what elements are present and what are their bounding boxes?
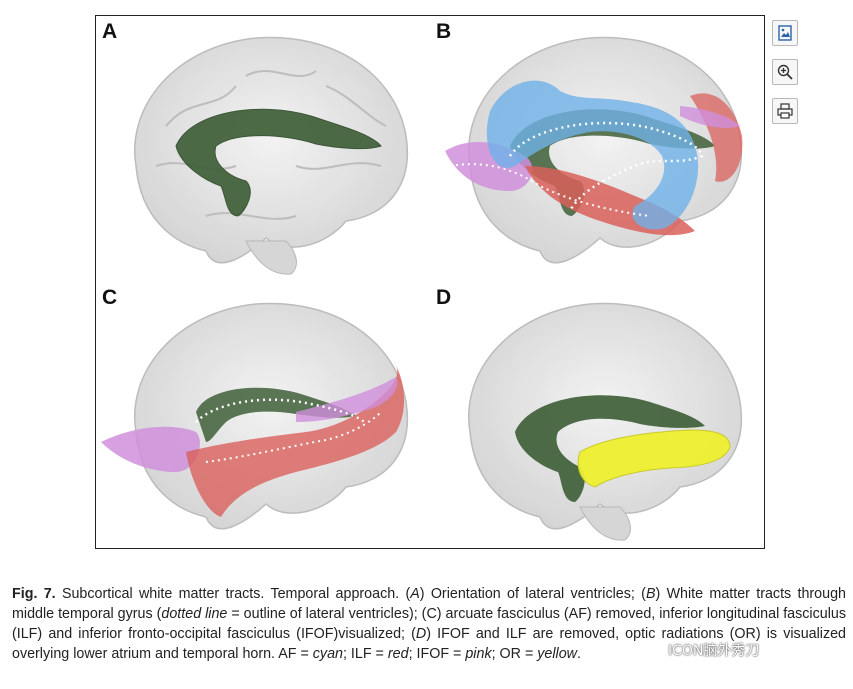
caption-text: ; ILF = [342,646,388,662]
caption-dotted-line: dotted line [161,606,228,622]
caption-ref-a: A [410,586,420,602]
view-image-button[interactable] [772,20,798,46]
zoom-in-button[interactable] [772,59,798,85]
caption-ref-c: C [426,606,437,622]
brain-render-c [101,302,409,530]
panel-c: C [96,282,430,548]
caption-color-red: red [387,646,409,662]
figure-caption: Fig. 7. Subcortical white matter tracts.… [12,584,846,664]
print-button[interactable] [772,98,798,124]
caption-label: Fig. 7. [12,586,56,602]
caption-text: ) Orientation of lateral ventricles; ( [419,586,646,602]
caption-text: ; IFOF = [408,646,466,662]
caption-ref-d: D [415,626,427,642]
print-icon [777,103,793,119]
caption-color-pink: pink [465,646,492,662]
panel-d: D [430,282,764,548]
caption-text: ; OR = [491,646,538,662]
brain-render-b [445,36,743,264]
caption-text: ) IFOF and ILF are removed, optic radiat… [12,626,847,662]
caption-text: Subcortical white matter tracts. Tempora… [55,586,411,602]
caption-ref-b: B [645,586,656,602]
caption-text: = outline of lateral ventricles); ( [227,606,427,622]
panel-label-a: A [102,20,118,43]
caption-text: . [577,646,581,662]
panel-label-d: D [436,286,452,309]
zoom-in-icon [777,64,793,80]
panel-label-b: B [436,20,452,43]
panel-label-c: C [102,286,118,309]
view-image-icon [778,25,792,41]
brain-render-d [468,302,743,541]
watermark: ICON脑外秀刀 [668,643,760,659]
caption-color-cyan: cyan [312,646,343,662]
caption-text: ) arcuate fasciculus (AF) removed, infer… [12,606,846,642]
figure-frame: A B [95,15,765,549]
panel-b: B [430,16,764,282]
caption-text: ) White matter tracts through middle tem… [12,586,846,622]
panel-a: A [96,16,430,282]
caption-color-yellow: yellow [537,646,578,662]
brain-render-a [134,36,409,275]
